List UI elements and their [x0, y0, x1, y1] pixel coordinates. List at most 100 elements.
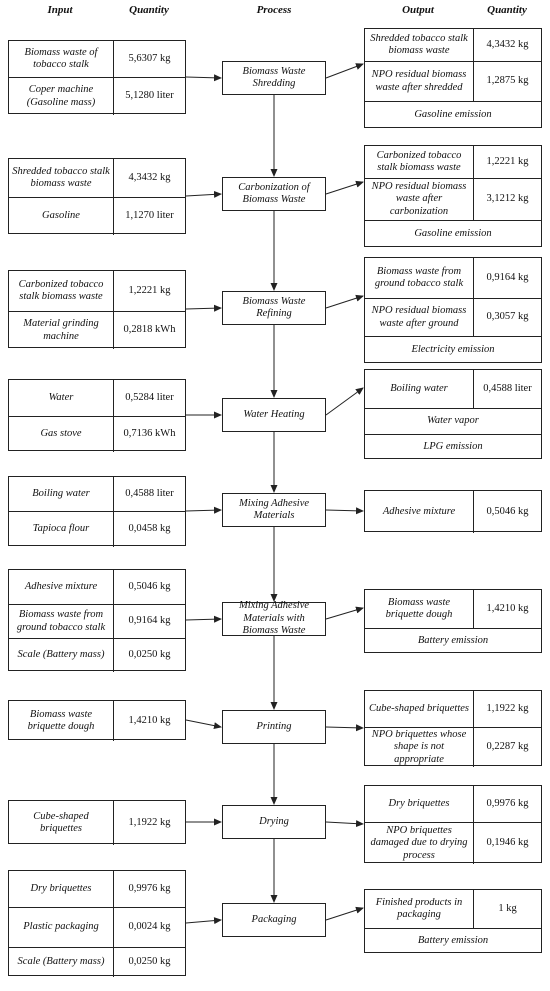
input-arrow	[185, 917, 222, 925]
output-name: Adhesive mixture	[382, 505, 456, 517]
output-quantity: 0,2287 kg	[473, 727, 541, 767]
emission-label: Gasoline emission	[365, 101, 541, 129]
output-quantity: 4,3432 kg	[473, 29, 541, 61]
input-quantity: 0,9164 kg	[113, 604, 185, 638]
input-arrow	[185, 719, 222, 730]
input-quantity: 1,4210 kg	[113, 701, 185, 741]
input-quantity: 0,4588 liter	[113, 477, 185, 511]
header-output: Output	[402, 4, 434, 16]
emission-label: Battery emission	[365, 928, 541, 954]
input-quantity: 0,0458 kg	[113, 511, 185, 547]
output-arrow	[325, 63, 364, 79]
process-box: Biomass Waste Shredding	[222, 61, 326, 95]
output-name: NPO briquettes damaged due to drying pro…	[365, 822, 473, 864]
output-quantity: 3,1212 kg	[473, 178, 541, 220]
process-box: Printing	[222, 710, 326, 744]
output-table: Biomass waste from ground tobacco stalk 0…	[364, 257, 542, 363]
output-name: NPO residual biomass waste after carboni…	[365, 178, 473, 220]
emission-label: LPG emission	[365, 434, 541, 460]
input-name: Cube-shaped briquettes	[33, 810, 89, 834]
header-quantity-input: Quantity	[129, 4, 169, 16]
input-name: Carbonized tobacco stalk biomass waste	[18, 278, 104, 302]
output-quantity: 0,4588 liter	[473, 370, 541, 408]
input-name: Biomass waste briquette dough	[27, 708, 95, 732]
output-name: Biomass waste from ground tobacco stalk	[374, 265, 464, 289]
output-quantity: 0,9164 kg	[473, 258, 541, 298]
emission-label: Water vapor	[365, 408, 541, 434]
output-arrow	[325, 180, 364, 195]
input-name: Gasoline	[9, 197, 113, 235]
input-quantity: 1,2221 kg	[113, 271, 185, 311]
output-name: Dry briquettes	[388, 797, 450, 809]
emission-label: Battery emission	[365, 628, 541, 654]
emission-label: Gasoline emission	[365, 220, 541, 248]
process-box: Packaging	[222, 903, 326, 937]
input-name: Adhesive mixture	[24, 580, 98, 592]
output-name: Shredded tobacco stalk biomass waste	[370, 32, 468, 56]
input-name: Shredded tobacco stalk biomass waste	[12, 165, 110, 189]
input-quantity: 1,1270 liter	[113, 197, 185, 235]
output-quantity: 1,2221 kg	[473, 146, 541, 178]
input-arrow	[185, 190, 222, 198]
input-quantity: 0,0250 kg	[113, 638, 185, 672]
process-box: Mixing Adhesive Materials	[222, 493, 326, 527]
output-arrow	[325, 906, 364, 921]
input-name: Biomass waste from ground tobacco stalk	[9, 604, 113, 638]
input-quantity: 1,1922 kg	[113, 801, 185, 845]
output-name: NPO briquettes whose shape is not approp…	[365, 727, 473, 767]
output-arrow	[325, 606, 364, 620]
input-name: Tapioca flour	[9, 511, 113, 547]
input-name: Coper machine (Gasoline mass)	[9, 77, 113, 115]
input-name: Scale (Battery mass)	[9, 947, 113, 977]
output-quantity: 0,1946 kg	[473, 822, 541, 864]
output-name: NPO residual biomass waste after shredde…	[365, 61, 473, 101]
output-name: Boiling water	[390, 382, 448, 394]
output-name: Biomass waste briquette dough	[385, 596, 453, 620]
input-quantity: 0,9976 kg	[113, 871, 185, 907]
input-name: Dry briquettes	[30, 882, 92, 894]
output-quantity: 0,3057 kg	[473, 298, 541, 336]
output-arrow	[325, 507, 364, 515]
input-name: Biomass waste of tobacco stalk	[24, 46, 98, 70]
input-quantity: 0,0250 kg	[113, 947, 185, 977]
process-box: Carbonization of Biomass Waste	[222, 177, 326, 211]
input-quantity: 0,0024 kg	[113, 907, 185, 947]
header-quantity-output: Quantity	[487, 4, 527, 16]
input-table: Carbonized tobacco stalk biomass waste 1,…	[8, 270, 186, 349]
process-box: Biomass Waste Refining	[222, 291, 326, 325]
input-arrow	[185, 506, 222, 514]
input-quantity: 0,2818 kWh	[113, 311, 185, 349]
input-name: Water	[48, 391, 74, 403]
output-quantity: 1,2875 kg	[473, 61, 541, 101]
input-name: Plastic packaging	[9, 907, 113, 947]
input-quantity: 0,7136 kWh	[113, 416, 185, 452]
header-input: Input	[47, 4, 73, 16]
input-table: Biomass waste briquette dough 1,4210 kg	[8, 700, 186, 741]
input-arrow	[185, 615, 222, 623]
output-quantity: 1,4210 kg	[473, 590, 541, 628]
input-quantity: 0,5284 liter	[113, 380, 185, 416]
input-arrow	[185, 304, 222, 312]
output-quantity: 0,9976 kg	[473, 786, 541, 822]
output-arrow	[325, 387, 364, 416]
output-table: Carbonized tobacco stalk biomass waste 1,…	[364, 145, 542, 247]
output-arrow	[325, 294, 364, 309]
output-name: Carbonized tobacco stalk biomass waste	[376, 149, 462, 173]
output-arrow	[325, 820, 364, 828]
output-quantity: 1,1922 kg	[473, 691, 541, 727]
input-arrow	[185, 74, 222, 82]
